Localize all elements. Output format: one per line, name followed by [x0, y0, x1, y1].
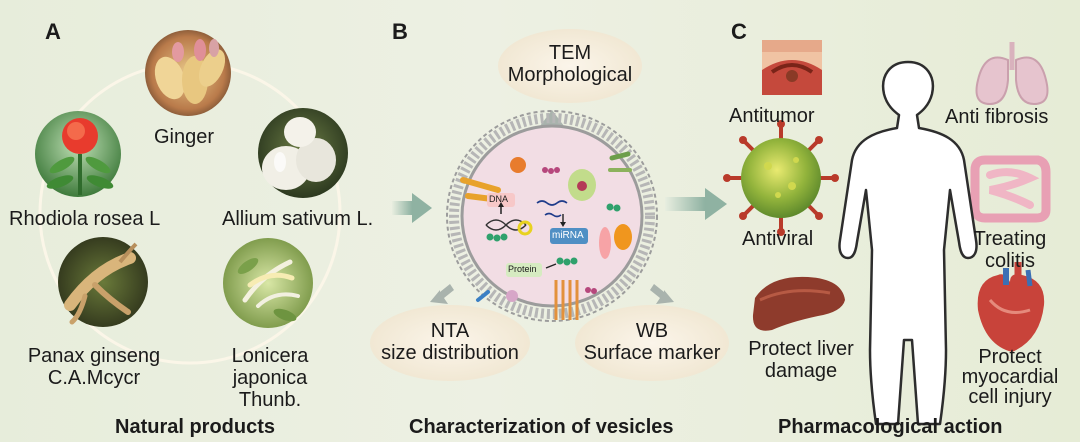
antifibrosis-label: Anti fibrosis — [945, 106, 1049, 128]
human-body-icon — [838, 60, 978, 426]
myocardial-label-line-1: Protect — [978, 346, 1042, 368]
liver-label-line-1: Protect liver — [748, 338, 854, 360]
ginger-label: Ginger — [154, 126, 215, 148]
rhodiola-icon — [35, 111, 121, 197]
arrow-a-to-b — [392, 193, 432, 223]
tumor-icon — [762, 40, 822, 95]
virus-icon — [723, 120, 839, 236]
colitis-label-line-1: Treating — [973, 228, 1047, 250]
panax-label-line-1: Panax ginseng — [27, 345, 161, 367]
tem-ellipse — [498, 29, 642, 103]
arrow-b-to-c — [665, 188, 727, 220]
heart-icon — [977, 262, 1045, 352]
colitis-label: Treating colitis — [950, 228, 1070, 272]
wb-ellipse — [575, 305, 729, 381]
ginseng-icon — [58, 237, 148, 327]
panel-label-a: A — [45, 19, 61, 44]
panax-label: Panax ginseng C.A.Mcycr — [4, 345, 184, 389]
panel-label-c: C — [731, 19, 747, 44]
lonicera-label-line-2: japonica — [232, 367, 308, 389]
panel-label-b: B — [392, 19, 408, 44]
nta-label-line-1: NTA — [430, 320, 470, 342]
tem-label-line-2: Morphological — [507, 64, 633, 86]
nta-label-line-2: size distribution — [381, 342, 519, 364]
myocardial-label-line-3: cell injury — [968, 386, 1052, 408]
liver-icon — [752, 276, 845, 331]
antitumor-label: Antitumor — [729, 105, 815, 127]
wb-label: WB Surface marker — [560, 320, 744, 364]
rhodiola-label: Rhodiola rosea L — [9, 208, 161, 230]
tem-label-line-1: TEM — [548, 42, 592, 64]
nta-label: NTA size distribution — [350, 320, 550, 364]
liver-label: Protect liver damage — [736, 338, 866, 382]
intestine-icon — [970, 155, 1051, 223]
lungs-icon — [975, 42, 1049, 106]
pharmacological-caption: Pharmacological action — [778, 416, 1003, 438]
tem-label: TEM Morphological — [470, 42, 670, 86]
lonicera-label-line-3: Thunb. — [238, 389, 302, 411]
liver-label-line-2: damage — [764, 360, 838, 382]
colitis-label-line-2: colitis — [984, 250, 1035, 272]
nta-ellipse — [370, 305, 530, 381]
lonicera-label: Lonicera japonica Thunb. — [210, 345, 330, 411]
wb-label-line-1: WB — [635, 320, 669, 342]
dna-label: DNA — [489, 194, 509, 204]
myocardial-label-line-2: myocardial — [961, 366, 1059, 388]
protein-label: Protein — [508, 264, 537, 274]
myocardial-label: Protect myocardial cell injury — [945, 347, 1075, 407]
ginger-icon — [145, 30, 231, 116]
honeysuckle-icon — [223, 238, 313, 328]
allium-label: Allium sativum L. — [222, 208, 374, 230]
vesicle-icon — [446, 110, 658, 322]
characterization-caption: Characterization of vesicles — [409, 416, 674, 438]
garlic-icon — [258, 108, 348, 198]
vesicle-output-arrows — [430, 110, 674, 304]
antiviral-label: Antiviral — [742, 228, 814, 250]
mirna-label: miRNA — [552, 230, 584, 241]
panax-label-line-2: C.A.Mcycr — [47, 367, 141, 389]
lonicera-label-line-1: Lonicera — [231, 345, 309, 367]
wb-label-line-2: Surface marker — [583, 342, 721, 364]
natural-products-caption: Natural products — [115, 416, 276, 438]
